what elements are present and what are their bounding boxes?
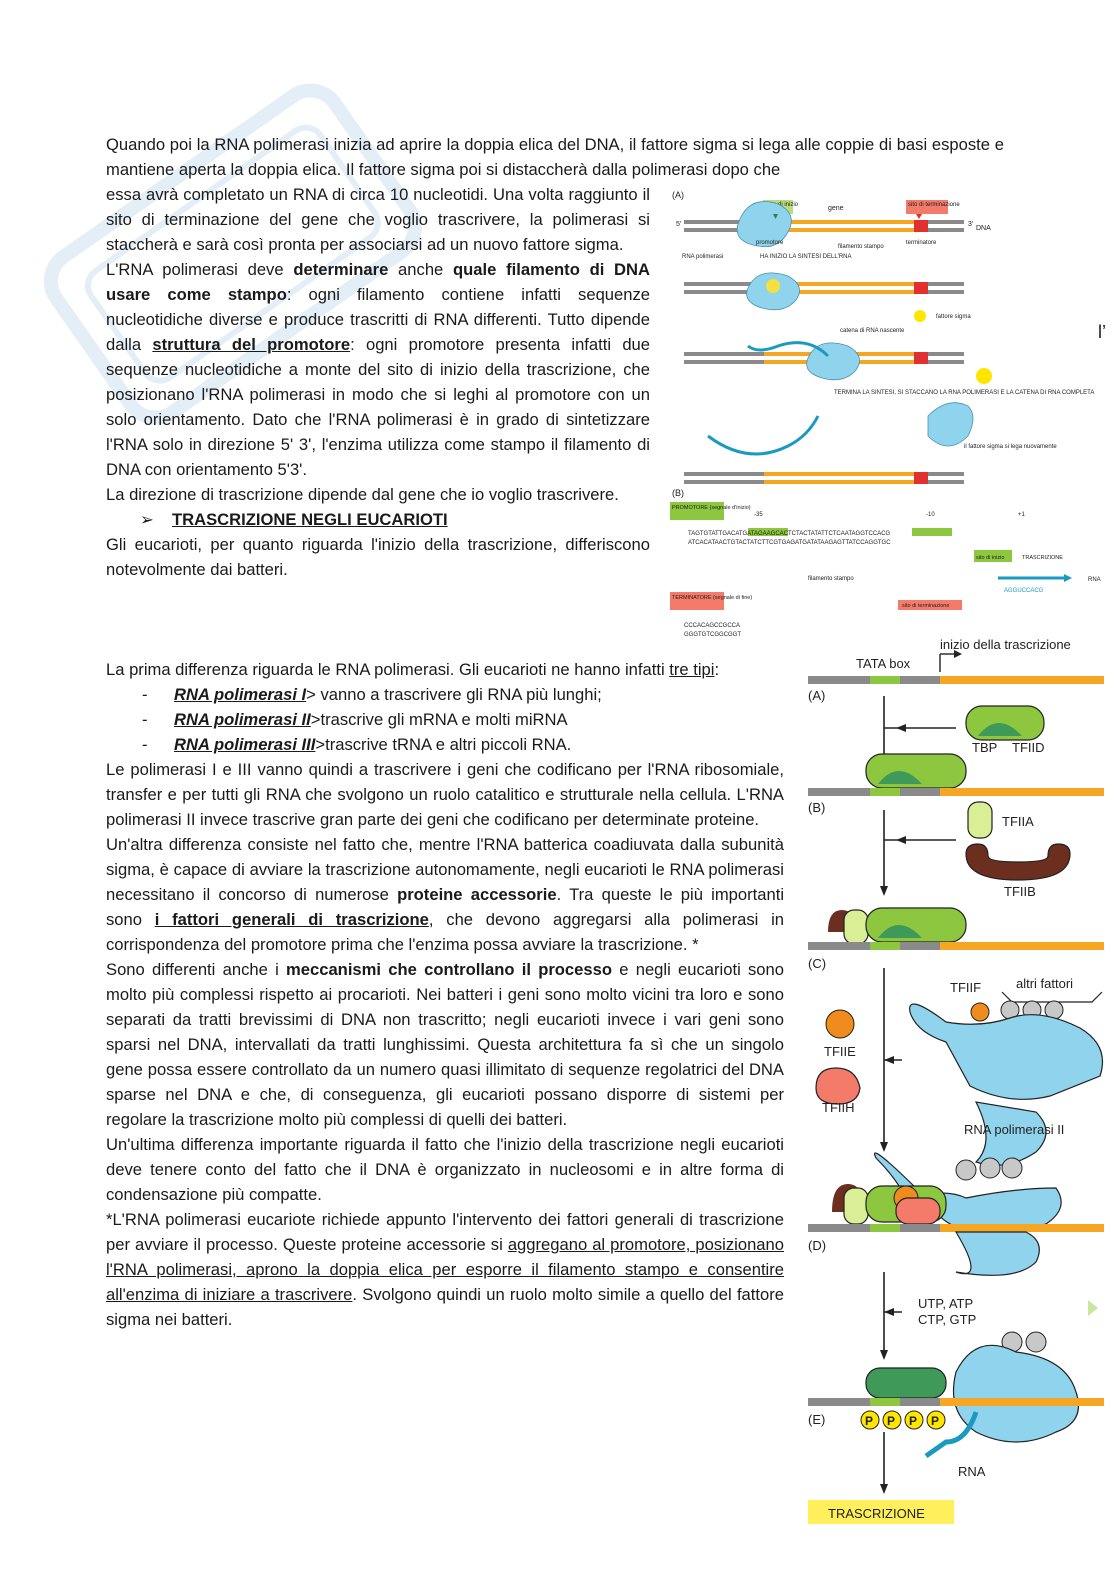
svg-text:UTP, ATP: UTP, ATP: [918, 1296, 973, 1311]
paragraph: Sono differenti anche i meccanismi che c…: [106, 960, 784, 1129]
paragraph: Un'ultima differenza importante riguarda…: [106, 1135, 784, 1204]
svg-text:P: P: [909, 1414, 917, 1428]
svg-text:TFIID: TFIID: [1012, 740, 1045, 755]
list-item: -RNA polimerasi II>trascrive gli mRNA e …: [142, 710, 568, 729]
svg-text:TFIIA: TFIIA: [1002, 814, 1034, 829]
svg-text:(B): (B): [808, 800, 825, 815]
paragraph: Un'altra differenza consiste nel fatto c…: [106, 835, 785, 954]
svg-text:P: P: [887, 1414, 895, 1428]
svg-text:TFIIE: TFIIE: [824, 1044, 856, 1059]
section-heading: ➢TRASCRIZIONE NEGLI EUCARIOTI: [106, 507, 650, 532]
svg-text:gene: gene: [828, 205, 844, 212]
svg-text:-35: -35: [754, 512, 763, 518]
svg-text:P: P: [865, 1414, 873, 1428]
svg-text:TAGTGTATTGACATGATAGAAGCACTCTAC: TAGTGTATTGACATGATAGAAGCACTCTACTATATTCTCA…: [688, 531, 891, 537]
svg-text:CTP, GTP: CTP, GTP: [918, 1312, 976, 1327]
paragraph: essa avrà completato un RNA di circa 10 …: [106, 185, 650, 254]
paragraph: Gli eucarioti, per quanto riguarda l'ini…: [106, 535, 650, 579]
svg-text:TFIIB: TFIIB: [1004, 884, 1036, 899]
svg-text:DNA: DNA: [976, 225, 991, 232]
bacterial-transcription-figure: (A) sito di inizio gene sito di terminaz…: [670, 190, 1101, 638]
svg-text:GGGTGTCGGCGGT: GGGTGTCGGCGGT: [684, 632, 741, 638]
svg-text:sito di inizio: sito di inizio: [976, 555, 1004, 561]
svg-text:sito di terminazione: sito di terminazione: [902, 603, 949, 609]
svg-text:filamento stampo: filamento stampo: [838, 244, 884, 250]
svg-text:il fattore sigma si lega nuova: il fattore sigma si lega nuovamente: [964, 444, 1057, 450]
arrow-bullet-icon: ➢: [140, 510, 154, 529]
svg-text:3': 3': [968, 221, 973, 228]
svg-text:AGGUCCACG: AGGUCCACG: [1004, 588, 1044, 594]
svg-text:(B): (B): [672, 488, 684, 498]
svg-text:RNA: RNA: [1088, 577, 1101, 583]
svg-text:inizio della trascrizione: inizio della trascrizione: [940, 637, 1071, 652]
svg-text:catena di RNA nascente: catena di RNA nascente: [840, 328, 905, 334]
svg-text:PROMOTORE (segnale d'inizio): PROMOTORE (segnale d'inizio): [672, 505, 751, 511]
paragraph: *L'RNA polimerasi eucariote richiede app…: [106, 1210, 784, 1329]
watermark-logo: [43, 83, 422, 425]
svg-text:sito di terminazione: sito di terminazione: [908, 202, 960, 208]
svg-text:CCCACAGCCGCCA: CCCACAGCCGCCA: [684, 623, 740, 629]
svg-text:TFIIF: TFIIF: [950, 980, 981, 995]
paragraph: La direzione di trascrizione dipende dal…: [106, 485, 619, 504]
svg-text:TFIIH: TFIIH: [822, 1100, 855, 1115]
svg-text:terminatore: terminatore: [906, 240, 937, 246]
svg-text:TERMINATORE (segnale di fine): TERMINATORE (segnale di fine): [672, 595, 752, 601]
svg-text:TRASCRIZIONE: TRASCRIZIONE: [1022, 555, 1063, 561]
paragraph: La prima differenza riguarda le RNA poli…: [106, 660, 720, 679]
svg-text:TERMINA LA SINTESI, SI STACCAN: TERMINA LA SINTESI, SI STACCANO LA RNA P…: [834, 390, 1094, 396]
svg-text:(D): (D): [808, 1238, 826, 1253]
svg-text:RNA polimerasi: RNA polimerasi: [682, 254, 723, 260]
intro-paragraph: Quando poi la RNA polimerasi inizia ad a…: [106, 135, 1004, 179]
cropped-text-fragment: l’: [1098, 322, 1106, 342]
svg-text:-10: -10: [926, 512, 935, 518]
svg-text:altri fattori: altri fattori: [1016, 976, 1073, 991]
svg-text:TRASCRIZIONE: TRASCRIZIONE: [828, 1506, 925, 1521]
svg-text:5': 5': [676, 221, 681, 228]
paragraph: L'RNA polimerasi deve determinare anche …: [106, 260, 651, 479]
svg-text:promotore: promotore: [756, 240, 784, 246]
list-item: -RNA polimerasi I> vanno a trascrivere g…: [142, 685, 602, 704]
lower-column: La prima differenza riguarda le RNA poli…: [106, 657, 784, 1332]
svg-text:(A): (A): [672, 190, 684, 200]
svg-text:+1: +1: [1018, 512, 1026, 518]
svg-text:(A): (A): [808, 688, 825, 703]
svg-text:(C): (C): [808, 956, 826, 971]
svg-text:P: P: [931, 1414, 939, 1428]
svg-text:RNA polimerasi II: RNA polimerasi II: [964, 1122, 1064, 1137]
svg-text:filamento stampo: filamento stampo: [808, 576, 854, 582]
list-item: -RNA polimerasi III>trascrive tRNA e alt…: [142, 735, 572, 754]
paragraph: Le polimerasi I e III vanno quindi a tra…: [106, 760, 784, 829]
svg-text:TATA box: TATA box: [856, 656, 911, 671]
svg-text:(E): (E): [808, 1412, 825, 1427]
left-column: essa avrà completato un RNA di circa 10 …: [106, 182, 650, 582]
svg-text:fattore sigma: fattore sigma: [936, 314, 971, 320]
svg-text:HA INIZIO LA SINTESI DELL'RNA: HA INIZIO LA SINTESI DELL'RNA: [760, 254, 852, 260]
svg-text:ATCACATAACTGTACTATCTTCGTGAGATG: ATCACATAACTGTACTATCTTCGTGAGATGATATAAGAGT…: [688, 540, 891, 546]
svg-text:RNA: RNA: [958, 1464, 986, 1479]
eukaryotic-initiation-figure: inizio della trascrizione TATA box (A) T…: [808, 637, 1104, 1524]
svg-text:TBP: TBP: [972, 740, 997, 755]
svg-text:sito di inizio: sito di inizio: [767, 202, 799, 208]
